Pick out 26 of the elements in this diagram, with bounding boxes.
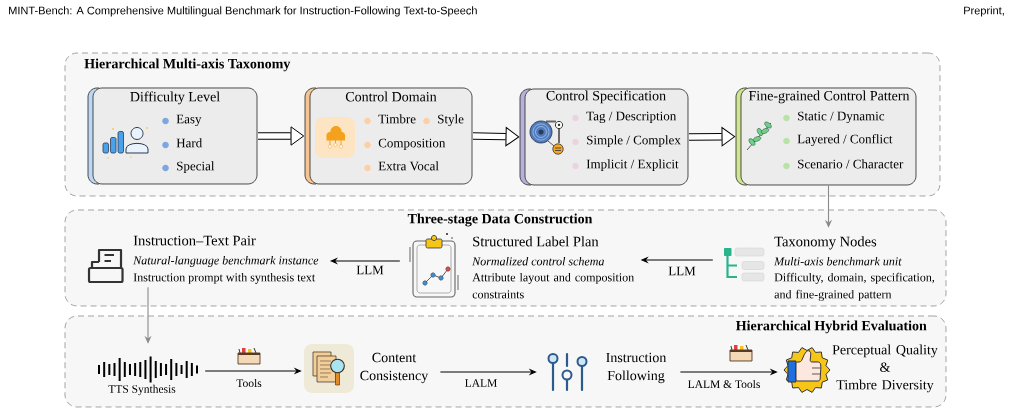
block-arrow xyxy=(688,127,736,147)
node-label: Perceptual Quality & Timbre Diversity xyxy=(832,344,938,393)
node-description: Attribute layout and composition constraints xyxy=(472,272,634,299)
panel-heading: Hierarchical Hybrid Evaluation xyxy=(735,320,927,334)
edge-label: Tools xyxy=(236,378,262,388)
node-label: Content Consistency xyxy=(360,352,429,384)
panel-heading: Three-stage Data Construction xyxy=(407,213,593,227)
edge-label: LLM xyxy=(356,265,384,275)
running-header: Preprint, xyxy=(964,6,1004,17)
node-title: Structured Label Plan xyxy=(473,236,599,247)
node-subtitle: Multi-axis benchmark unit xyxy=(774,256,902,266)
node-label: Instruction Following xyxy=(606,352,667,384)
running-header: MINT-Bench: A Comprehensive Multilingual Benchmark for Instruction-Following Text-to-Speech xyxy=(9,6,477,17)
edge-label: LALM & Tools xyxy=(688,379,760,389)
edge-label: LALM xyxy=(465,379,497,387)
panel-heading: Hierarchical Multi-axis Taxonomy xyxy=(84,58,291,72)
block-arrow xyxy=(472,127,520,147)
node-title: Instruction–Text Pair xyxy=(133,235,256,246)
block-arrow xyxy=(257,126,305,146)
node-subtitle: Normalized control schema xyxy=(472,256,604,266)
node-description: Difficulty, domain, specification, and fine-grained pattern xyxy=(774,272,935,301)
node-title: Taxonomy Nodes xyxy=(774,236,877,250)
node-subtitle: Natural-language benchmark instance xyxy=(133,255,319,267)
node-label: TTS Synthesis xyxy=(108,384,176,396)
node-description: Instruction prompt with synthesis text xyxy=(133,272,316,284)
edge-label: LLM xyxy=(668,266,696,276)
